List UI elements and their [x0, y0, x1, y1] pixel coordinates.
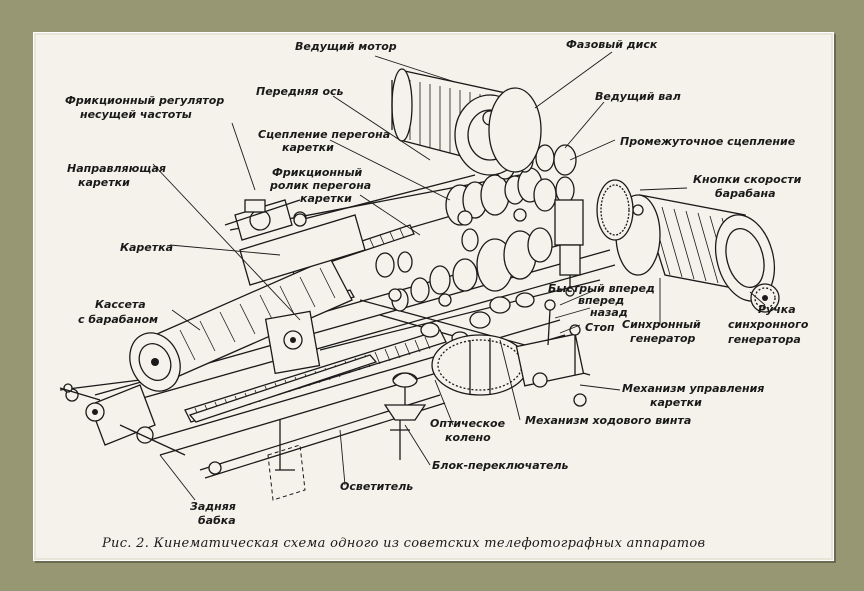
label-sync-handle-1: Ручка [758, 303, 796, 316]
label-lead-screw-mechanism: Механизм ходового винта [525, 414, 691, 427]
optical-frame [264, 310, 321, 375]
label-optical-elbow-1: Оптическое [430, 417, 506, 430]
sync-generator [615, 194, 775, 302]
label-fast-forward: Быстрый вперед [548, 282, 655, 295]
illuminator-box [267, 420, 306, 501]
label-sync-generator-2: генератор [630, 332, 695, 345]
gear-train [375, 144, 577, 345]
label-carriage-control-2: каретки [650, 396, 702, 409]
clutch-assembly [554, 199, 584, 297]
label-switch-block: Блок-переключатель [432, 459, 569, 472]
label-sync-handle-2: синхронного [728, 318, 809, 331]
label-friction-roller-3: каретки [300, 192, 352, 205]
label-illuminator: Осветитель [340, 480, 413, 493]
label-back: назад [590, 306, 628, 319]
callout-labels: Ведущий мотор Фазовый диск Передняя ось … [65, 38, 809, 527]
label-carriage-clutch-2: каретки [282, 141, 334, 154]
leader-lines [152, 51, 766, 501]
label-guide-carriage-2: каретки [78, 176, 130, 189]
tailstock [59, 383, 222, 475]
label-driving-shaft: Ведущий вал [595, 90, 681, 103]
machine-drawing [59, 68, 780, 501]
cassette-drum [129, 257, 353, 392]
figure-caption: Рис. 2. Кинематическая схема одного из с… [101, 536, 705, 551]
label-tailstock-2: бабка [198, 514, 236, 527]
front-axle [293, 174, 527, 227]
carriage-control [515, 299, 587, 407]
label-cassette-2: с барабаном [78, 313, 158, 326]
label-carriage-clutch-1: Сцепление перегона [258, 128, 390, 141]
label-driving-motor: Ведущий мотор [295, 40, 397, 53]
label-friction-roller-1: Фрикционный [272, 166, 363, 179]
label-carriage: Каретка [120, 241, 173, 254]
label-front-axle: Передняя ось [256, 85, 344, 98]
label-sync-handle-3: генератора [728, 333, 801, 346]
large-gear [431, 334, 529, 396]
label-optical-elbow-2: колено [445, 431, 491, 444]
sync-generator-handle [750, 283, 780, 313]
label-stop: Стоп [585, 321, 615, 334]
label-carriage-control-1: Механизм управления [622, 382, 764, 395]
label-sync-generator-1: Синхронный [622, 318, 701, 331]
optical-elbow [383, 372, 427, 421]
label-phase-disk: Фазовый диск [566, 38, 658, 51]
label-friction-roller-2: ролик перегона [269, 179, 371, 192]
driving-motor [391, 68, 542, 176]
label-friction-regulator-2: несущей частоты [80, 108, 192, 121]
label-cassette-1: Кассета [95, 298, 146, 311]
label-friction-regulator-1: Фрикционный регулятор [65, 94, 224, 107]
switch-block-post [390, 420, 410, 460]
label-forward: вперед [578, 294, 624, 307]
label-intermediate-clutch: Промежуточное сцепление [620, 135, 796, 148]
label-guide-carriage-1: Направляющая [67, 162, 166, 175]
label-drum-speed-buttons-2: барабана [715, 187, 776, 200]
label-tailstock-1: Задняя [190, 500, 236, 513]
drum-speed-wheel [596, 179, 634, 241]
label-drum-speed-buttons-1: Кнопки скорости [693, 173, 802, 186]
